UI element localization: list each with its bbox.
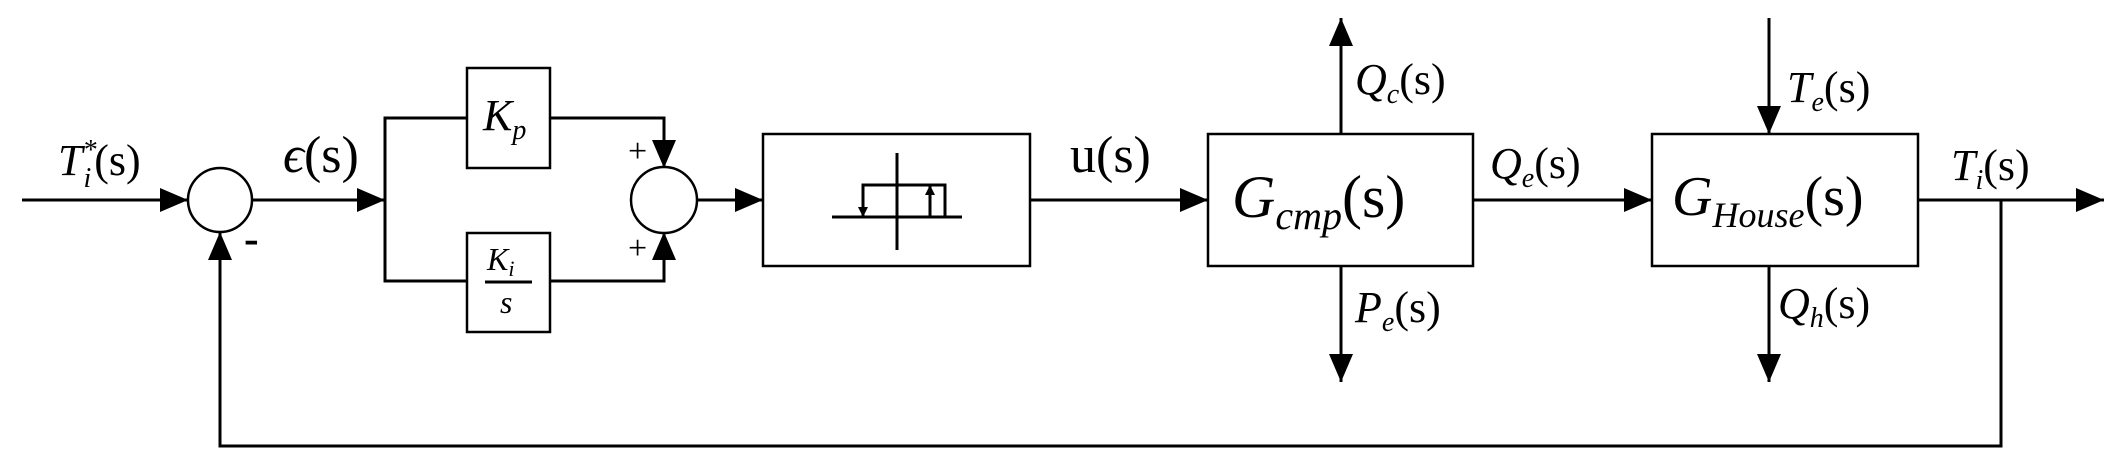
plus-sign-top: + — [628, 133, 647, 170]
pi-summing-junction — [629, 165, 699, 235]
ghouse-block — [1650, 132, 1920, 268]
minus-sign: - — [244, 214, 259, 263]
error-label: ϵ(s) — [283, 127, 359, 184]
gcmp-block — [1206, 132, 1475, 268]
kp-label: Kp — [482, 91, 526, 146]
kp-output-wire — [550, 116, 676, 168]
wires — [22, 18, 2104, 448]
ki-fraction: Ki s — [485, 241, 532, 320]
control-signal-label: u(s) — [1070, 127, 1151, 184]
ghouse-label: GHouse(s) — [1672, 166, 1864, 235]
qc-label: Qc(s) — [1355, 55, 1446, 110]
pe-label: Pe(s) — [1354, 283, 1441, 338]
ki-output-wire — [550, 232, 676, 283]
output-label: Ti(s) — [1951, 141, 2030, 196]
ki-denominator: s — [500, 284, 512, 320]
kp-block — [465, 66, 552, 170]
ki-numerator: Ki — [486, 241, 514, 281]
hysteresis-relay-icon — [832, 153, 962, 250]
feedback-wire — [208, 200, 2003, 448]
error-summing-junction — [186, 166, 254, 234]
qh-label: Qh(s) — [1778, 279, 1870, 334]
reference-label: T*i(s) — [58, 135, 141, 194]
te-label: Te(s) — [1787, 63, 1870, 118]
qe-label: Qe(s) — [1490, 139, 1581, 194]
kp-branch-wire — [383, 116, 467, 200]
plus-sign-bottom: + — [628, 230, 647, 267]
gcmp-label: Gcmp(s) — [1232, 164, 1405, 238]
ki-branch-wire — [383, 200, 467, 283]
